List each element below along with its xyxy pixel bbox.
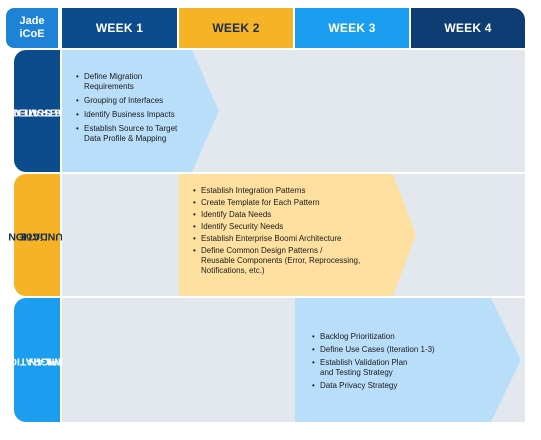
icoe-foundation-task-list: Establish Integration Patterns Create Te… [193, 186, 393, 278]
task-item: Identify Business Impacts [76, 110, 204, 120]
task-item: Identify Security Needs [193, 222, 393, 232]
logo-line-2: iCoE [19, 28, 45, 40]
task-item: Backlog Prioritization [312, 332, 482, 342]
task-item: Establish Validation Plan and Testing St… [312, 358, 482, 378]
row-label-icoe-foundation: iCoE FOUNDATION [8, 174, 77, 296]
task-item: Create Template for Each Pattern [193, 198, 393, 208]
task-item: Data Privacy Strategy [312, 381, 482, 391]
task-item: Define Migration Requirements [76, 72, 204, 92]
week-1-header: WEEK 1 [62, 8, 177, 48]
week-4-header: WEEK 4 [411, 8, 525, 48]
strategic-assessment-task-list: Define Migration Requirements Grouping o… [76, 72, 204, 148]
task-item: Establish Source to Target Data Profile … [76, 124, 204, 144]
migration-plan-task-list: Backlog Prioritization Define Use Cases … [312, 332, 482, 394]
week-3-header: WEEK 3 [295, 8, 409, 48]
task-item: Define Use Cases (Iteration 1-3) [312, 345, 482, 355]
task-item: Grouping of Interfaces [76, 96, 204, 106]
task-item: Establish Enterprise Boomi Architecture [193, 234, 393, 244]
jade-icoe-logo: Jade iCoE [6, 8, 58, 48]
task-item: Define Common Design Patterns / Reusable… [193, 246, 393, 276]
row-label-migration-plan: MIGRATION PLAN [2, 298, 61, 422]
row-label-strategic-assessment: STRATEGIC ASSESSMENT [1, 50, 79, 172]
week-2-header: WEEK 2 [179, 8, 293, 48]
logo-line-1: Jade [19, 15, 45, 27]
task-item: Establish Integration Patterns [193, 186, 393, 196]
task-item: Identify Data Needs [193, 210, 393, 220]
